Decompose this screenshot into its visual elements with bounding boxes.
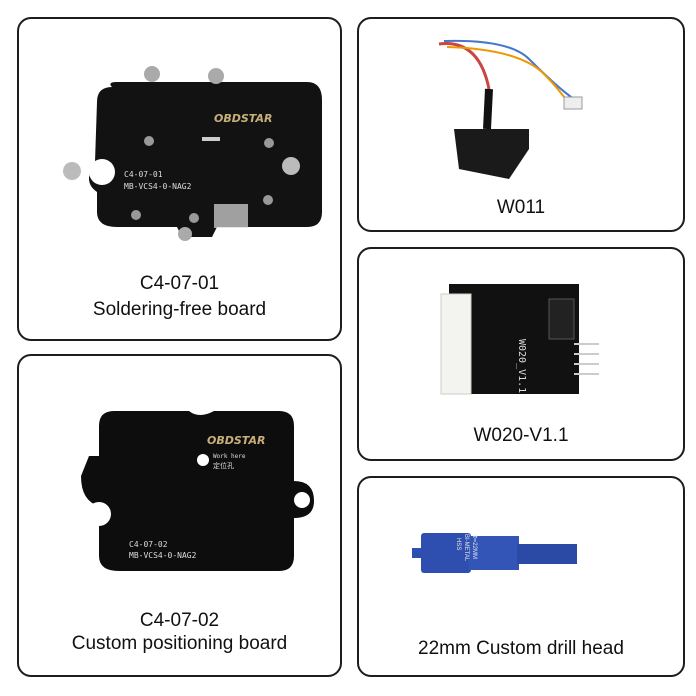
obdstar-logo: OBDSTAR bbox=[207, 434, 265, 447]
board-note-cn: 定位孔 bbox=[213, 461, 234, 470]
w011-cable-image bbox=[438, 39, 583, 179]
product-card-custom-positioning-board: OBDSTAR Work here 定位孔 C4-07-02 MB-VCS4-0… bbox=[17, 354, 342, 677]
product-card-w011: W011 bbox=[357, 17, 685, 232]
board-note: Work here bbox=[213, 453, 246, 460]
board-label: W020_V1.1 bbox=[516, 339, 527, 393]
board-label-model: MB-VCS4-0-NAG2 bbox=[129, 551, 197, 560]
tool-label: BI-METAL bbox=[463, 534, 469, 562]
tool-label: Φ=22MM bbox=[471, 534, 477, 559]
product-code: C4-07-01 bbox=[139, 273, 220, 294]
w020-adapter-image: W020_V1.1 bbox=[440, 284, 599, 395]
product-name: Custom positioning board bbox=[71, 633, 288, 654]
product-code: C4-07-02 bbox=[139, 610, 220, 631]
product-card-w020: W020_V1.1 W020-V1.1 bbox=[357, 247, 685, 461]
obdstar-logo: OBDSTAR bbox=[214, 112, 272, 125]
product-name: 22mm Custom drill head bbox=[418, 638, 624, 659]
product-card-drill-head: HSS BI-METAL Φ=22MM 22mm Custom drill he… bbox=[357, 476, 685, 677]
product-name: Soldering-free board bbox=[92, 299, 267, 320]
board-label-code: C4-07-02 bbox=[129, 540, 168, 549]
board-label-model: MB-VCS4-0-NAG2 bbox=[124, 182, 192, 191]
tool-label: HSS bbox=[455, 538, 461, 550]
custom-positioning-board-image: OBDSTAR Work here 定位孔 C4-07-02 MB-VCS4-0… bbox=[81, 411, 314, 571]
product-name: W011 bbox=[496, 197, 546, 218]
product-name: W020-V1.1 bbox=[473, 425, 569, 446]
drill-head-image: HSS BI-METAL Φ=22MM bbox=[412, 533, 577, 573]
board-label-code: C4-07-01 bbox=[124, 170, 163, 179]
soldering-free-board-image: OBDSTAR C4-07-01 MB-VCS4-0-NAG2 bbox=[63, 66, 322, 241]
product-card-soldering-free-board: OBDSTAR C4-07-01 MB-VCS4-0-NAG2 C4-07-01… bbox=[17, 17, 342, 341]
